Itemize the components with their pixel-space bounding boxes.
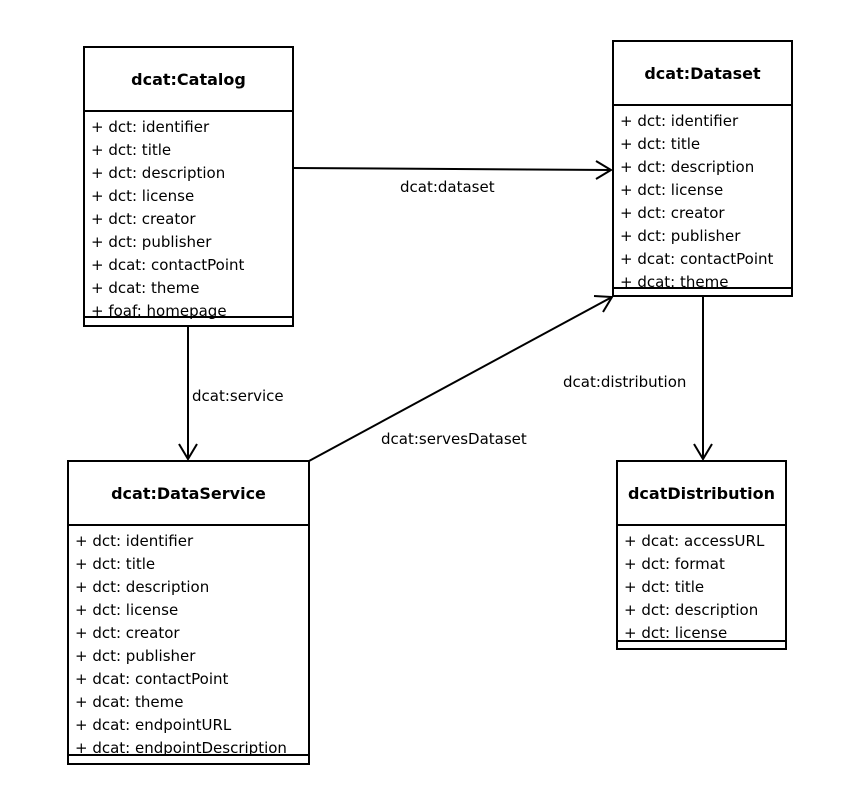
attribute: + dct: publisher	[75, 647, 196, 665]
serves-dataset-relation-label: dcat:servesDataset	[381, 430, 527, 448]
attribute: + dct: title	[75, 555, 156, 573]
attribute: + dct: identifier	[75, 532, 194, 550]
dataset-relation-arrowhead	[595, 160, 613, 180]
attribute: + dct: title	[91, 141, 172, 159]
attribute: + dct: description	[620, 158, 755, 176]
dataset-class-box: dcat:Dataset + dct: identifier + dct: ti…	[612, 40, 793, 297]
distribution-class-name: dcatDistribution	[618, 462, 785, 526]
attribute: + dct: identifier	[620, 112, 739, 130]
catalog-class-name: dcat:Catalog	[85, 48, 292, 112]
attribute: + dct: creator	[75, 624, 180, 642]
attribute: + dct: creator	[620, 204, 725, 222]
attribute: + dct: creator	[91, 210, 196, 228]
catalog-attribute-list: + dct: identifier + dct: title + dct: de…	[85, 112, 292, 320]
attribute: + dct: license	[91, 187, 195, 205]
dataset-relation-line	[292, 167, 612, 171]
dataset-class-name: dcat:Dataset	[614, 42, 791, 106]
attribute: + dcat: endpointDescription	[75, 739, 287, 757]
serves-dataset-relation-arrowhead	[593, 295, 614, 313]
attribute: + dct: description	[75, 578, 210, 596]
attribute: + dct: publisher	[620, 227, 741, 245]
attribute: + dct: description	[624, 601, 759, 619]
dataservice-attribute-list: + dct: identifier + dct: title + dct: de…	[69, 526, 308, 757]
distribution-class-box: dcatDistribution + dcat: accessURL + dct…	[616, 460, 787, 650]
dataset-attribute-list: + dct: identifier + dct: title + dct: de…	[614, 106, 791, 291]
attribute: + dct: format	[624, 555, 725, 573]
service-relation-label: dcat:service	[192, 387, 284, 405]
attribute: + dcat: theme	[75, 693, 184, 711]
attribute: + dcat: contactPoint	[620, 250, 774, 268]
attribute: + dct: license	[624, 624, 728, 642]
attribute: + dcat: theme	[620, 273, 729, 291]
attribute: + foaf: homepage	[91, 302, 227, 320]
attribute: + dct: title	[624, 578, 705, 596]
attribute: + dct: identifier	[91, 118, 210, 136]
dataservice-class-name: dcat:DataService	[69, 462, 308, 526]
distribution-relation-label: dcat:distribution	[563, 373, 687, 391]
attribute: + dcat: contactPoint	[75, 670, 229, 688]
attribute: + dct: publisher	[91, 233, 212, 251]
attribute: + dct: license	[75, 601, 179, 619]
attribute: + dct: description	[91, 164, 226, 182]
serves-dataset-relation-line	[308, 296, 613, 462]
attribute: + dcat: theme	[91, 279, 200, 297]
dataservice-class-box: dcat:DataService + dct: identifier + dct…	[67, 460, 310, 765]
service-relation-arrowhead	[178, 443, 198, 461]
distribution-attribute-list: + dcat: accessURL + dct: format + dct: t…	[618, 526, 785, 642]
attribute: + dcat: contactPoint	[91, 256, 245, 274]
catalog-class-box: dcat:Catalog + dct: identifier + dct: ti…	[83, 46, 294, 327]
attribute: + dcat: endpointURL	[75, 716, 232, 734]
dataset-relation-label: dcat:dataset	[400, 178, 495, 196]
attribute: + dct: title	[620, 135, 701, 153]
attribute: + dcat: accessURL	[624, 532, 765, 550]
distribution-relation-arrowhead	[693, 443, 713, 461]
attribute: + dct: license	[620, 181, 724, 199]
